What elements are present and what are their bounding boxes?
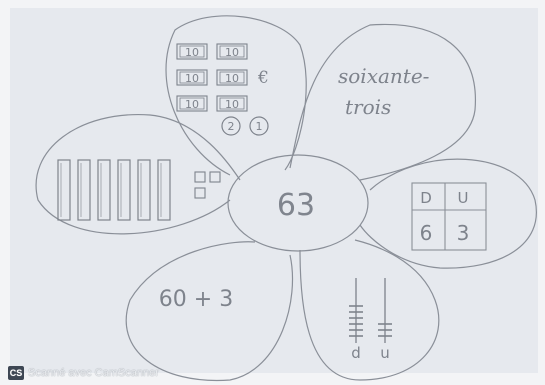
banknote-label: 10 — [185, 72, 199, 85]
addition-expression: 60 + 3 — [159, 287, 233, 312]
banknote-label: 10 — [225, 72, 239, 85]
table-value-tens: 6 — [420, 221, 433, 245]
banknote-label: 10 — [185, 46, 199, 59]
coin-label: 1 — [256, 120, 263, 133]
banknote-label: 10 — [225, 46, 239, 59]
watermark-text: Scanné avec CamScanner — [28, 367, 159, 379]
number-word-line1: soixante- — [338, 64, 430, 88]
coin-label: 2 — [228, 120, 235, 133]
banknote-label: 10 — [225, 98, 239, 111]
abacus-label-tens: d — [351, 344, 361, 362]
scanner-watermark: CS Scanné avec CamScanner — [8, 365, 159, 381]
currency-symbol: € — [257, 68, 269, 88]
table-header-tens: D — [420, 189, 432, 207]
banknote-label: 10 — [185, 98, 199, 111]
center-number: 63 — [277, 188, 315, 223]
number-word-line2: trois — [345, 95, 391, 119]
camscanner-logo: CS — [8, 366, 24, 380]
table-header-units: U — [458, 189, 469, 207]
abacus-label-units: u — [380, 344, 390, 362]
table-value-units: 3 — [457, 221, 470, 245]
